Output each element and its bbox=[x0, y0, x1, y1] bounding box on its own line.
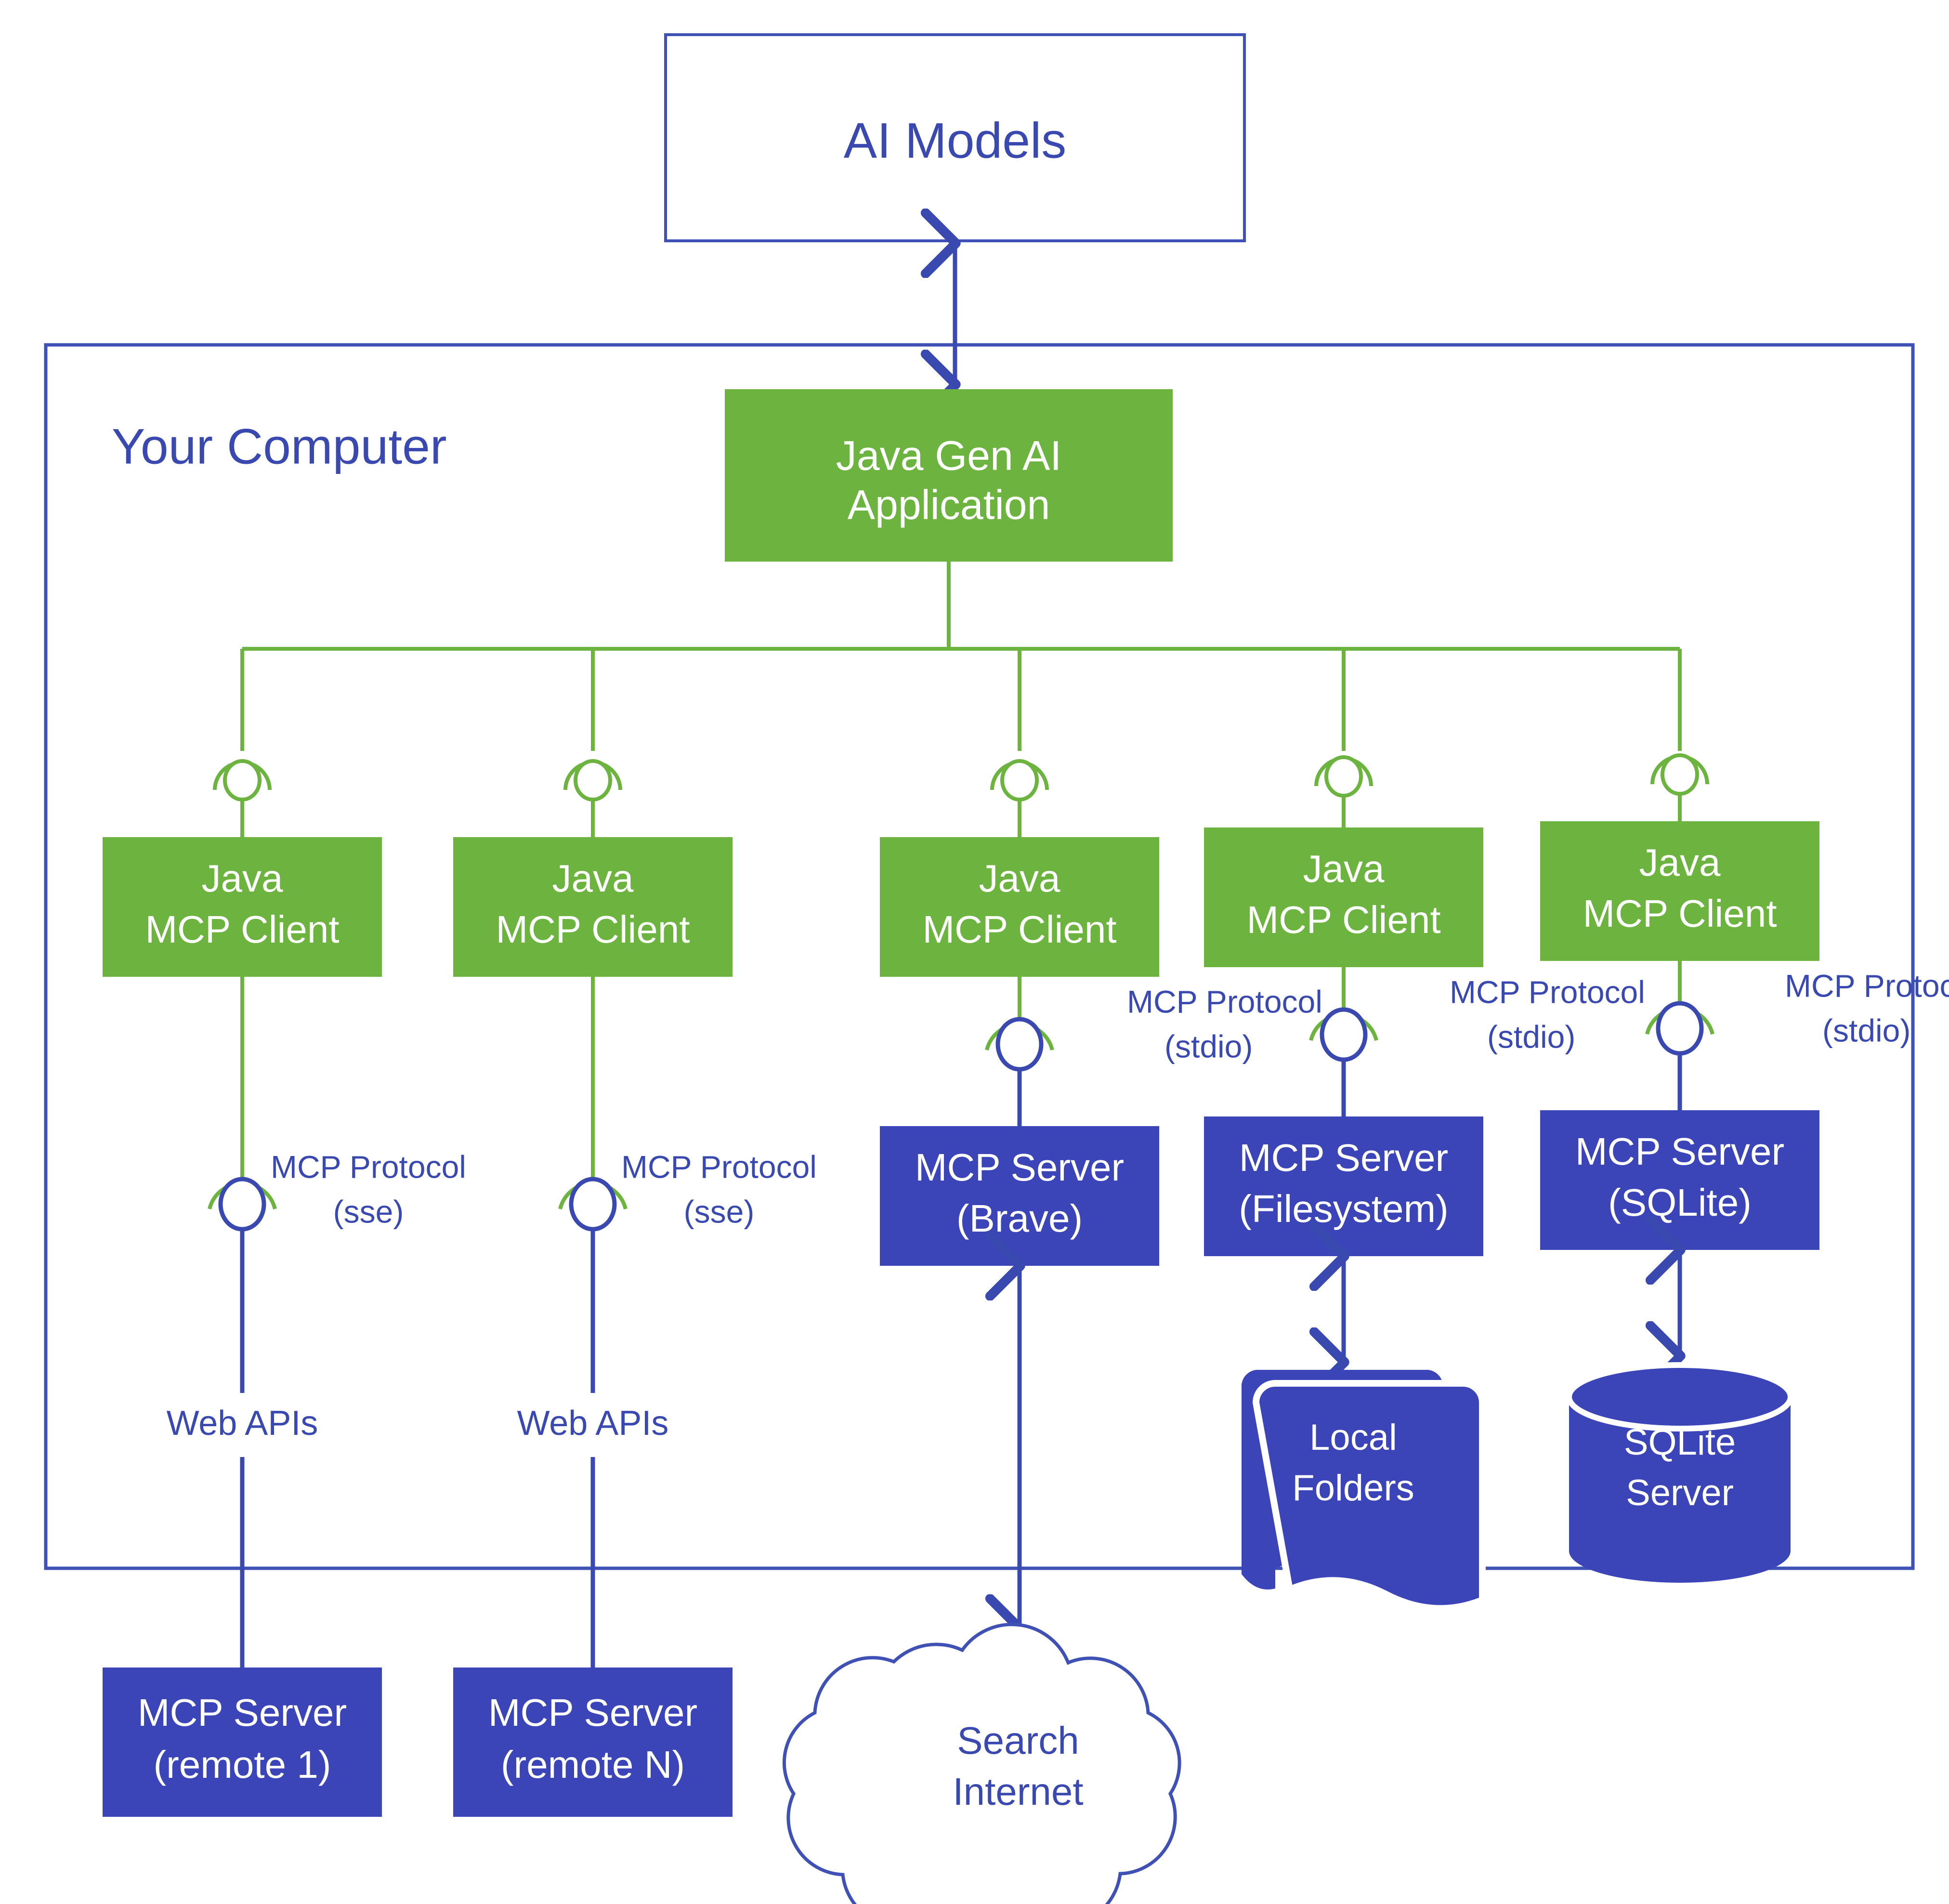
socket-connectors-green bbox=[213, 753, 1709, 837]
your-computer-boundary bbox=[44, 343, 1915, 1570]
mcp-server-remote-n-line2: (remote N) bbox=[501, 1743, 685, 1786]
socket-icon-1 bbox=[213, 759, 272, 837]
search-internet-line1: Search bbox=[957, 1719, 1079, 1762]
search-internet-line2: Internet bbox=[953, 1770, 1083, 1813]
java-mcp-client-1-line1: Java bbox=[202, 857, 283, 900]
mcp-server-remote-n-line1: MCP Server bbox=[488, 1691, 697, 1734]
protocol-label-1-line2: (sse) bbox=[333, 1194, 404, 1229]
protocol-label-1-line1: MCP Protocol bbox=[271, 1149, 466, 1184]
protocol-socket-sse-2 bbox=[558, 1177, 628, 1232]
local-folders-shape: Local Folders bbox=[1242, 1370, 1486, 1612]
sqlite-server-line1: SQLite bbox=[1624, 1422, 1736, 1463]
java-mcp-client-4-line1: Java bbox=[1303, 847, 1385, 890]
protocol-label-3-line2: (stdio) bbox=[1164, 1028, 1253, 1064]
java-mcp-client-3-line2: MCP Client bbox=[922, 908, 1116, 951]
client-to-protocol-stems bbox=[240, 977, 595, 1182]
mcp-server-remote-1-line1: MCP Server bbox=[138, 1691, 347, 1734]
local-folders-line2: Folders bbox=[1292, 1468, 1414, 1509]
protocol-label-4-line2: (stdio) bbox=[1487, 1019, 1575, 1054]
ai-models-box bbox=[664, 33, 1246, 242]
java-mcp-client-2-line1: Java bbox=[552, 857, 634, 900]
protocol-label-4-line1: MCP Protocol bbox=[1450, 974, 1645, 1010]
socket-icon-5 bbox=[1650, 753, 1709, 821]
java-gen-ai-application-box bbox=[725, 389, 1173, 562]
web-api-links bbox=[240, 1229, 595, 1668]
java-gen-ai-application-line1: Java Gen AI bbox=[836, 433, 1062, 479]
web-apis-label-1: Web APIs bbox=[167, 1404, 318, 1443]
protocol-label-2-line1: MCP Protocol bbox=[621, 1149, 817, 1184]
protocol-label-5-line1: MCP Protocol bbox=[1785, 968, 1949, 1003]
mcp-server-brave-line2: (Brave) bbox=[956, 1197, 1083, 1240]
socket-icon-3 bbox=[990, 759, 1049, 837]
mcp-server-filesystem-line1: MCP Server bbox=[1239, 1136, 1448, 1179]
client-distribution-bus bbox=[240, 562, 1682, 751]
protocol-label-5-line2: (stdio) bbox=[1822, 1012, 1910, 1048]
java-mcp-client-box-2 bbox=[453, 837, 733, 977]
web-apis-label-2: Web APIs bbox=[517, 1404, 669, 1443]
local-folders-line1: Local bbox=[1309, 1417, 1397, 1458]
java-mcp-client-boxes: Java MCP Client Java MCP Client Java MCP… bbox=[103, 821, 1819, 977]
client-to-stdio-stems bbox=[1018, 961, 1682, 1021]
protocol-label-3-line1: MCP Protocol bbox=[1127, 984, 1322, 1019]
your-computer-label: Your Computer bbox=[112, 419, 447, 474]
java-mcp-client-box-4 bbox=[1204, 827, 1483, 967]
mcp-server-remote-1-line2: (remote 1) bbox=[154, 1743, 331, 1786]
stdio-server-stems bbox=[1017, 1053, 1682, 1126]
protocol-socket-stdio-2 bbox=[1309, 1007, 1378, 1062]
socket-icon-4 bbox=[1314, 755, 1373, 827]
mcp-server-remote-1-box bbox=[103, 1668, 382, 1817]
java-mcp-client-box-3 bbox=[880, 837, 1159, 977]
mcp-server-filesystem-line2: (Filesystem) bbox=[1239, 1187, 1449, 1230]
mcp-server-sqlite-line1: MCP Server bbox=[1575, 1130, 1784, 1173]
sqlite-server-line2: Server bbox=[1626, 1472, 1734, 1513]
mcp-server-remote-n-box bbox=[453, 1668, 733, 1817]
java-mcp-client-2-line2: MCP Client bbox=[496, 908, 690, 951]
java-mcp-client-5-line2: MCP Client bbox=[1583, 892, 1777, 935]
mcp-server-sqlite-line2: (SQLite) bbox=[1608, 1181, 1752, 1224]
sqlite-server-cylinder: SQLite Server bbox=[1566, 1362, 1793, 1583]
socket-icon-2 bbox=[563, 759, 622, 837]
protocol-socket-sse-1 bbox=[208, 1177, 277, 1232]
ai-models-label: AI Models bbox=[844, 113, 1066, 169]
java-mcp-client-5-line1: Java bbox=[1639, 841, 1721, 884]
mcp-server-brave-line1: MCP Server bbox=[915, 1146, 1124, 1189]
protocol-socket-stdio-3 bbox=[1645, 1001, 1714, 1056]
protocol-socket-stdio-1 bbox=[985, 1017, 1054, 1072]
java-mcp-client-3-line1: Java bbox=[979, 857, 1060, 900]
java-mcp-client-1-line2: MCP Client bbox=[145, 908, 339, 951]
java-mcp-client-box-1 bbox=[103, 837, 382, 977]
java-mcp-client-4-line2: MCP Client bbox=[1246, 898, 1440, 941]
java-mcp-client-box-5 bbox=[1540, 821, 1819, 961]
java-gen-ai-application-line2: Application bbox=[848, 482, 1050, 528]
search-internet-cloud: Search Internet bbox=[782, 1623, 1181, 1904]
protocol-label-2-line2: (sse) bbox=[684, 1194, 755, 1229]
